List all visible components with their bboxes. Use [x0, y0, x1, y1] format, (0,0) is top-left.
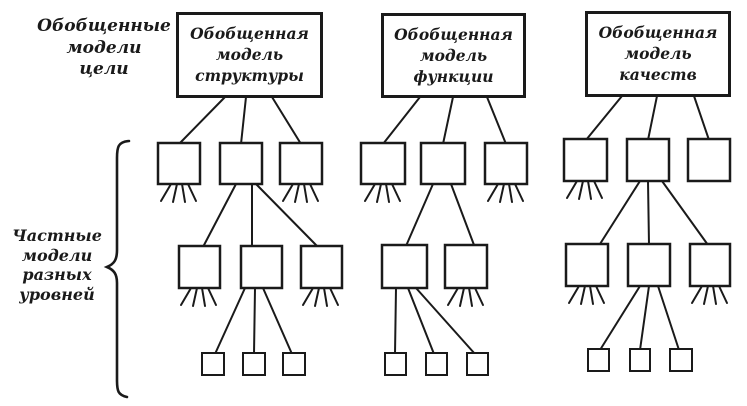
tree3-level4-box-3 — [669, 348, 693, 372]
particular-models-label: Частные модели разных уровней — [4, 226, 110, 304]
tree1-root-title-line: модель — [215, 45, 284, 64]
tree3-level3-connectors — [599, 285, 680, 351]
tree2-level3-box-1 — [380, 243, 429, 290]
tree2-level2-box-2 — [419, 141, 467, 186]
tree2-level4-box-3 — [466, 352, 489, 376]
tree1-root-connectors — [178, 96, 302, 145]
tree2-root-title-line: модель — [419, 46, 488, 65]
tree2-root-title-line: функции — [413, 67, 494, 86]
tree1-level3-box-1 — [177, 244, 222, 290]
tree1-level4-box-2 — [242, 352, 266, 376]
levels-brace — [103, 139, 131, 399]
tree3-root-title-line: Обобщенная — [598, 23, 718, 42]
tree2-level2-connectors — [405, 183, 475, 247]
generalized-models-label-line: Обобщенные — [37, 16, 171, 36]
tree2-level2-box3-stubs — [487, 183, 524, 203]
tree2-level3-connectors — [394, 287, 476, 355]
particular-models-label-line: уровней — [19, 284, 95, 304]
particular-models-label-line: Частные — [12, 226, 102, 245]
tree3-root-title-line: качеств — [619, 65, 697, 84]
level4-boxes — [201, 348, 693, 376]
tree3-root-connectors — [585, 95, 710, 141]
tree1-level2-box-2 — [218, 141, 264, 186]
tree3-root-title-line: модель — [624, 44, 692, 63]
tree3-level2-connectors — [599, 180, 709, 246]
tree3-level2-box-3 — [686, 137, 732, 183]
tree1-level4-box-1 — [201, 352, 225, 376]
tree1-root-title-line: Обобщенная — [190, 24, 309, 43]
tree1-level2-box1-stubs — [160, 183, 197, 203]
tree1-level2-box3-stubs — [282, 183, 319, 203]
tree3-level4-box-1 — [587, 348, 610, 372]
tree2-level2-box-1 — [359, 141, 407, 186]
connector-lines — [178, 95, 710, 355]
particular-models-label-line: разных — [22, 265, 92, 284]
tree3-root-box: Обобщенная модель качеств — [585, 11, 731, 97]
branch-stubs — [160, 180, 728, 307]
tree2-level4-box-1 — [384, 352, 407, 376]
generalized-models-label: Обобщенные модели цели — [28, 16, 180, 81]
generalized-models-label-line: цели — [79, 59, 129, 79]
tree2-level3-box2-stubs — [447, 287, 484, 307]
tree1-root-box: Обобщенная модель структуры — [176, 12, 323, 98]
tree1-level2-box-3 — [278, 141, 324, 186]
tree3-level4-box-2 — [629, 348, 651, 372]
tree1-level3-box-2 — [239, 244, 284, 290]
tree1-level2-box-1 — [156, 141, 202, 186]
tree1-level2-connectors — [202, 183, 318, 248]
tree3-level3-box1-stubs — [568, 285, 605, 305]
tree2-root-title-line: Обобщенная — [394, 25, 513, 44]
tree3-level2-box-1 — [562, 137, 609, 183]
tree2-root-connectors — [382, 96, 507, 145]
tree2-level4-box-2 — [425, 352, 448, 376]
tree1-level3-box1-stubs — [180, 287, 217, 307]
tree1-level4-box-3 — [282, 352, 306, 376]
tree1-level3-connectors — [214, 287, 293, 355]
tree3-level3-box3-stubs — [691, 285, 728, 305]
tree2-root-box: Обобщенная модель функции — [381, 13, 526, 98]
generalized-models-label-line: модели — [66, 37, 142, 58]
tree1-level3-box-3 — [299, 244, 344, 290]
tree3-level2-box1-stubs — [566, 180, 603, 200]
level3-boxes — [177, 242, 732, 290]
tree3-level3-box-3 — [688, 242, 732, 288]
particular-models-label-line: модели — [21, 245, 93, 265]
tree2-level3-box-2 — [443, 243, 489, 290]
tree2-level2-box-3 — [483, 141, 529, 186]
tree3-level2-box-2 — [625, 137, 671, 183]
tree1-root-title-line: структуры — [195, 66, 304, 85]
tree2-level2-box1-stubs — [364, 183, 401, 203]
tree3-level3-box-1 — [564, 242, 610, 288]
level2-boxes — [156, 137, 732, 186]
tree1-level3-box3-stubs — [302, 287, 339, 307]
tree3-level3-box-2 — [626, 242, 672, 288]
